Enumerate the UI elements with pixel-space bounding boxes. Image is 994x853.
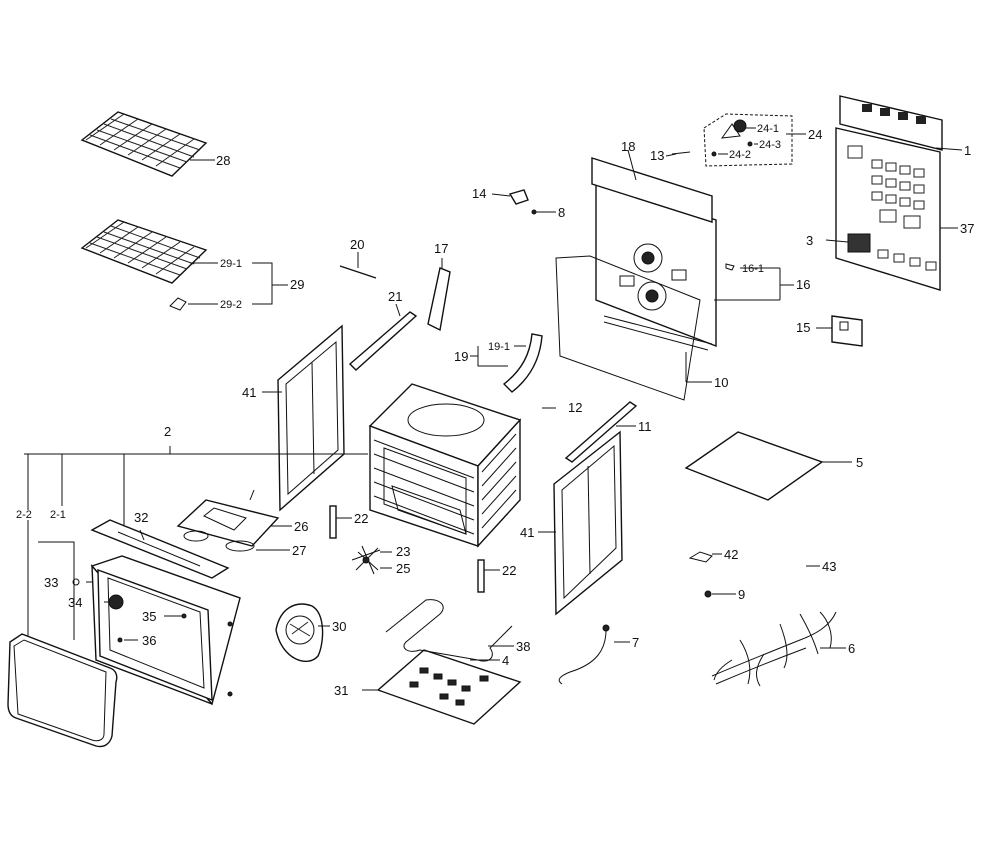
label-30: 30 bbox=[332, 619, 346, 634]
convection-cover-30 bbox=[275, 603, 324, 662]
oven-rack-29-1 bbox=[80, 219, 208, 284]
label-29: 29 bbox=[290, 277, 304, 292]
label-19: 19 bbox=[454, 349, 468, 364]
label-8: 8 bbox=[558, 205, 565, 220]
label-42: 42 bbox=[724, 547, 738, 562]
label-41-right: 41 bbox=[520, 525, 534, 540]
label-17: 17 bbox=[434, 241, 448, 256]
label-2-2: 2-2 bbox=[16, 509, 32, 521]
label-16-1: 16-1 bbox=[742, 263, 764, 275]
label-4: 4 bbox=[502, 653, 509, 668]
label-33: 33 bbox=[44, 575, 58, 590]
label-13: 13 bbox=[650, 148, 664, 163]
label-3: 3 bbox=[806, 233, 813, 248]
label-22-upper: 22 bbox=[354, 511, 368, 526]
label-29-1: 29-1 bbox=[220, 258, 242, 270]
label-22-lower: 22 bbox=[502, 563, 516, 578]
air-guide-19-1 bbox=[502, 333, 543, 393]
bake-element-4 bbox=[385, 599, 513, 662]
label-25: 25 bbox=[396, 561, 410, 576]
label-26: 26 bbox=[294, 519, 308, 534]
part-24-group bbox=[703, 113, 793, 167]
label-24-3: 24-3 bbox=[759, 139, 781, 151]
label-5: 5 bbox=[856, 455, 863, 470]
oven-cavity bbox=[368, 383, 522, 548]
label-38: 38 bbox=[516, 639, 530, 654]
label-19-1: 19-1 bbox=[488, 341, 510, 353]
label-2: 2 bbox=[164, 424, 171, 439]
cord-7 bbox=[558, 624, 610, 685]
rack-clip-29-2 bbox=[169, 297, 187, 311]
wire-harness-6 bbox=[711, 611, 837, 687]
duct-17 bbox=[427, 267, 451, 332]
rear-panel-37 bbox=[835, 95, 943, 291]
label-14: 14 bbox=[472, 186, 486, 201]
door-glass-2-2 bbox=[7, 633, 118, 748]
label-34: 34 bbox=[68, 595, 82, 610]
bottom-tray-31 bbox=[376, 649, 522, 725]
label-20: 20 bbox=[350, 237, 364, 252]
side-panel-41-left bbox=[277, 324, 345, 512]
label-9: 9 bbox=[738, 587, 745, 602]
label-28: 28 bbox=[216, 153, 230, 168]
side-panel-41-right bbox=[553, 430, 623, 616]
label-18: 18 bbox=[621, 139, 635, 154]
label-27: 27 bbox=[292, 543, 306, 558]
control-module-15 bbox=[831, 315, 863, 347]
part-14 bbox=[508, 189, 529, 205]
label-41-left: 41 bbox=[242, 385, 256, 400]
label-31: 31 bbox=[334, 683, 348, 698]
label-10: 10 bbox=[714, 375, 728, 390]
label-37: 37 bbox=[960, 221, 974, 236]
label-43: 43 bbox=[822, 559, 836, 574]
label-24: 24 bbox=[808, 127, 822, 142]
label-15: 15 bbox=[796, 320, 810, 335]
label-35: 35 bbox=[142, 609, 156, 624]
label-7: 7 bbox=[632, 635, 639, 650]
label-11: 11 bbox=[638, 419, 652, 434]
fan-23 bbox=[351, 545, 381, 575]
label-32: 32 bbox=[134, 510, 148, 525]
label-6: 6 bbox=[848, 641, 855, 656]
label-23: 23 bbox=[396, 544, 410, 559]
label-16: 16 bbox=[796, 277, 810, 292]
label-2-1: 2-1 bbox=[50, 509, 66, 521]
oven-rack-28 bbox=[80, 111, 208, 177]
bracket-21 bbox=[348, 311, 418, 371]
bracket-11 bbox=[564, 401, 638, 463]
label-29-2: 29-2 bbox=[220, 299, 242, 311]
bottom-cover-5 bbox=[684, 431, 824, 501]
broil-element-26 bbox=[176, 489, 280, 552]
label-21: 21 bbox=[388, 289, 402, 304]
back-frame-16 bbox=[591, 157, 717, 351]
door-trim-32 bbox=[90, 519, 230, 579]
label-1: 1 bbox=[964, 143, 971, 158]
label-12: 12 bbox=[568, 400, 582, 415]
oven-door bbox=[72, 555, 241, 706]
label-24-1: 24-1 bbox=[757, 123, 779, 135]
label-24-2: 24-2 bbox=[729, 149, 751, 161]
label-36: 36 bbox=[142, 633, 156, 648]
